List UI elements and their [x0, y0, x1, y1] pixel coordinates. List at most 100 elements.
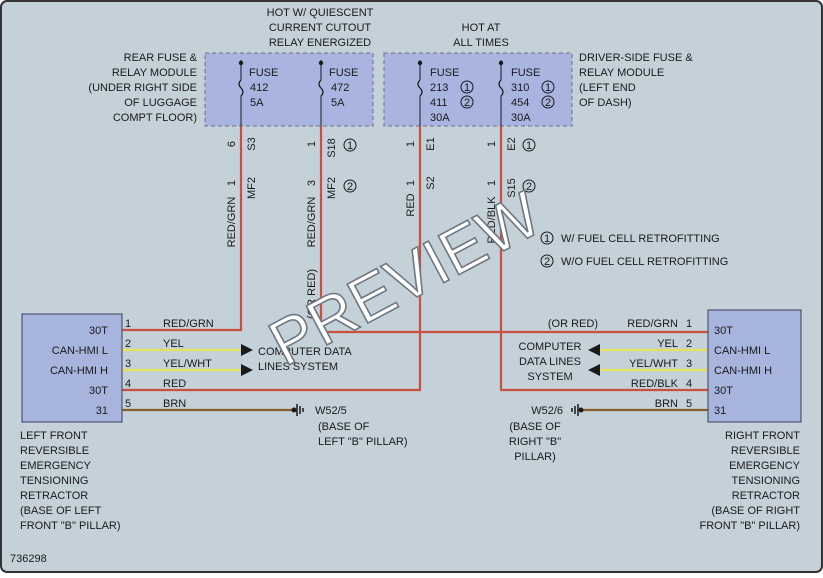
- left-pin-5-wire: BRN: [163, 398, 186, 410]
- fuse-454-number: 454: [511, 97, 529, 109]
- left-pin-1-label: 30T: [89, 325, 108, 337]
- wire-label-red-grn-left: RED/GRN: [226, 197, 238, 248]
- data-lines-right-2: DATA LINES: [519, 356, 581, 368]
- s15-label: S15: [506, 178, 518, 198]
- fuse-213-word: FUSE: [430, 67, 459, 79]
- left-pin-3-wire: YEL/WHT: [163, 358, 212, 370]
- data-arrow-left-2: [241, 364, 253, 376]
- fuse-472-number: 472: [331, 82, 349, 94]
- driver-module-label-4: OF DASH): [579, 97, 632, 109]
- callout-2-fuse-411: 2: [464, 97, 470, 109]
- left-pin-1-num: 1: [125, 318, 131, 330]
- right-module-name-7: FRONT "B" PILLAR): [699, 520, 800, 532]
- rear-module-label-4: OF LUGGAGE: [124, 97, 197, 109]
- left-pin-4-label: 30T: [89, 385, 108, 397]
- fuse-472-rating: 5A: [331, 97, 345, 109]
- callout-2-circle-fuse-411: [460, 95, 474, 109]
- diagram-id: 736298: [10, 553, 47, 565]
- right-module-name-6: (BASE OF RIGHT: [711, 505, 800, 517]
- fuse-472-word: FUSE: [329, 67, 358, 79]
- ground-left-id: W52/5: [315, 405, 347, 417]
- mf2-pin-3: 3: [306, 180, 318, 186]
- right-pin-3-wire: YEL/WHT: [629, 358, 678, 370]
- callout-2-circle-s15: [522, 179, 536, 193]
- wire-red-left: [122, 126, 422, 392]
- fuse-412-word: FUSE: [249, 67, 278, 79]
- left-pin-2-label: CAN-HMI L: [52, 345, 108, 357]
- ground-symbol-right: [571, 404, 584, 416]
- right-pin-5-label: 31: [714, 405, 726, 417]
- legend-marker-2-circle: [540, 254, 554, 268]
- wire-label-red-vertical: RED: [405, 193, 417, 216]
- driver-module-label-1: DRIVER-SIDE FUSE &: [579, 52, 693, 64]
- data-arrow-left-1: [241, 344, 253, 356]
- rear-module-label-3: (UNDER RIGHT SIDE: [88, 82, 197, 94]
- driver-power-label-2: ALL TIMES: [453, 37, 509, 49]
- ground-left-location-1: (BASE OF: [318, 421, 370, 433]
- fuse-213-rating: 30A: [430, 112, 450, 124]
- legend-text-2: W/O FUEL CELL RETROFITTING: [561, 256, 728, 268]
- fuse-213-411: [417, 60, 423, 126]
- callout-1-fuse-213: 1: [464, 82, 470, 94]
- wires: [122, 126, 708, 412]
- s2-pin: 1: [405, 180, 417, 186]
- callout-2-circle-mf2: [343, 179, 357, 193]
- left-module-name-4: TENSIONING: [20, 475, 88, 487]
- right-module-name-4: TENSIONING: [732, 475, 800, 487]
- left-pin-2-wire: YEL: [163, 338, 184, 350]
- left-pin-3-num: 3: [125, 358, 131, 370]
- wire-label-red-blk-vertical: RED/BLK: [486, 196, 498, 244]
- left-retractor-module: [21, 313, 123, 423]
- s2-label: S2: [425, 176, 437, 189]
- rear-fuse-box: [204, 52, 374, 127]
- legend-marker-1: 1: [544, 233, 550, 245]
- right-pin-3-label: CAN-HMI H: [714, 365, 772, 377]
- fuse-411-number: 411: [430, 97, 448, 109]
- left-module-name-2: REVERSIBLE: [20, 445, 89, 457]
- legend-marker-2: 2: [544, 256, 550, 268]
- callout-2-fuse-454: 2: [545, 97, 551, 109]
- callout-1-e2: 1: [526, 140, 532, 152]
- right-retractor-module: [707, 309, 802, 423]
- ground-left-location-2: LEFT "B" PILLAR): [318, 436, 408, 448]
- callout-2-circle-fuse-454: [541, 95, 555, 109]
- mf2-right-label: MF2: [326, 177, 338, 199]
- ground-right-id: W52/6: [531, 405, 563, 417]
- wire-label-or-red-horizontal: (OR RED): [548, 318, 598, 330]
- ground-right-location-1: (BASE OF: [509, 421, 561, 433]
- rear-power-label-2: CURRENT CUTOUT: [269, 22, 372, 34]
- right-pin-3-num: 3: [686, 358, 692, 370]
- fuse-472: [318, 60, 324, 126]
- data-lines-left-2: LINES SYSTEM: [258, 361, 338, 373]
- left-module-name-6: (BASE OF LEFT: [20, 505, 102, 517]
- left-pin-4-num: 4: [125, 378, 131, 390]
- right-pin-4-label: 30T: [714, 385, 733, 397]
- wire-red-grn-right: [319, 126, 708, 334]
- left-module-name-3: EMERGENCY: [20, 460, 92, 472]
- callout-2-s15: 2: [526, 181, 532, 193]
- data-lines-right-3: SYSTEM: [527, 371, 572, 383]
- data-arrow-right-2: [588, 364, 600, 376]
- left-pin-1-wire: RED/GRN: [163, 318, 214, 330]
- fuse-213-number: 213: [430, 82, 448, 94]
- right-pin-5-wire: BRN: [655, 398, 678, 410]
- data-arrow-right-1: [588, 344, 600, 356]
- callout-1-circle-s18: [343, 138, 357, 152]
- fuse-412-rating: 5A: [250, 97, 264, 109]
- left-pin-5-num: 5: [125, 398, 131, 410]
- fuse-310-word: FUSE: [511, 67, 540, 79]
- rear-power-label-3: RELAY ENERGIZED: [269, 37, 371, 49]
- left-pin-3-label: CAN-HMI H: [50, 365, 108, 377]
- right-module-name-2: REVERSIBLE: [731, 445, 800, 457]
- right-pin-2-num: 2: [686, 338, 692, 350]
- wire-label-red-grn-right: RED/GRN: [306, 197, 318, 248]
- rear-module-label-1: REAR FUSE &: [124, 52, 198, 64]
- callout-2-mf2: 2: [347, 181, 353, 193]
- left-module-name-1: LEFT FRONT: [20, 430, 88, 442]
- right-pin-1-wire: RED/GRN: [627, 318, 678, 330]
- callout-1-s18: 1: [347, 140, 353, 152]
- fuse-412: [238, 60, 244, 126]
